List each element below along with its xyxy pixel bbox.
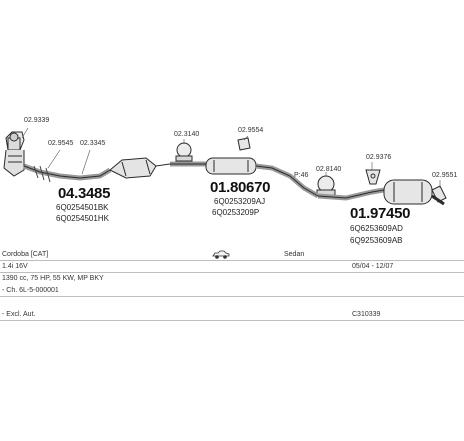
oem-number: 6Q6253609AD	[350, 224, 403, 233]
manifold-catalyst-part	[3, 131, 25, 177]
info-row: 1390 cc, 75 HP, 55 KW, MP BKY	[0, 274, 464, 284]
exhaust-drawing	[3, 127, 447, 206]
info-row: - Excl. Aut. C310339	[0, 310, 464, 321]
part-number-front-pipe: 04.3485	[58, 185, 111, 202]
clamp-label-4: 02.3140	[174, 131, 200, 138]
oem-number: 6Q9253609AB	[350, 236, 403, 245]
info-row: Cordoba [CAT] Sedan	[0, 250, 464, 261]
rear-silencer-part	[317, 179, 445, 206]
clamp-label-2: 02.9545	[48, 140, 74, 147]
system-code: C310339	[352, 311, 381, 318]
clamp-label-7: 02.9376	[366, 154, 392, 161]
clamp-02-9554	[237, 137, 251, 151]
part-number-middle-silencer: 01.80670	[210, 179, 271, 196]
production-years: 05/04 - 12/07	[352, 263, 394, 270]
clamp-label-1: 02.9339	[24, 117, 50, 124]
make-model: Cordoba [CAT]	[2, 251, 49, 258]
engine-specs: 1390 cc, 75 HP, 55 KW, MP BKY	[2, 275, 104, 282]
clamp-label-8: 02.9551	[432, 172, 458, 179]
catalyst-part	[109, 157, 171, 179]
oem-number: 6Q0253209AJ	[214, 197, 266, 206]
leader-lines	[21, 127, 441, 188]
engine: 1.4i 16V	[2, 263, 28, 270]
oem-number: 6Q0254501HK	[56, 214, 109, 223]
info-row: - Ch. 6L-5-000001	[0, 286, 464, 297]
front-pipe-part	[23, 163, 112, 183]
oem-number: 6Q0254501BK	[56, 203, 109, 212]
clamp-02-9376	[365, 169, 381, 185]
distance-mark: P:46	[294, 172, 309, 179]
clamp-02-3140	[175, 142, 193, 162]
clamp-label-3: 02.3345	[80, 140, 106, 147]
sedan-car-icon	[212, 250, 230, 261]
exclusion-note: - Excl. Aut.	[2, 311, 36, 318]
oem-number: 6Q0253209P	[212, 208, 260, 217]
middle-silencer-part	[170, 157, 320, 199]
clamp-02-8140	[316, 175, 336, 196]
clamp-label-6: 02.8140	[316, 166, 342, 173]
body-type: Sedan	[284, 251, 305, 258]
clamp-label-5: 02.9554	[238, 127, 264, 134]
chassis-number: - Ch. 6L-5-000001	[2, 287, 59, 294]
info-row: 1.4i 16V 05/04 - 12/07	[0, 262, 464, 273]
exhaust-diagram: 02.9339 02.9545 02.3345 02.3140 02.9554 …	[3, 117, 458, 245]
part-number-rear-silencer: 01.97450	[350, 205, 411, 222]
